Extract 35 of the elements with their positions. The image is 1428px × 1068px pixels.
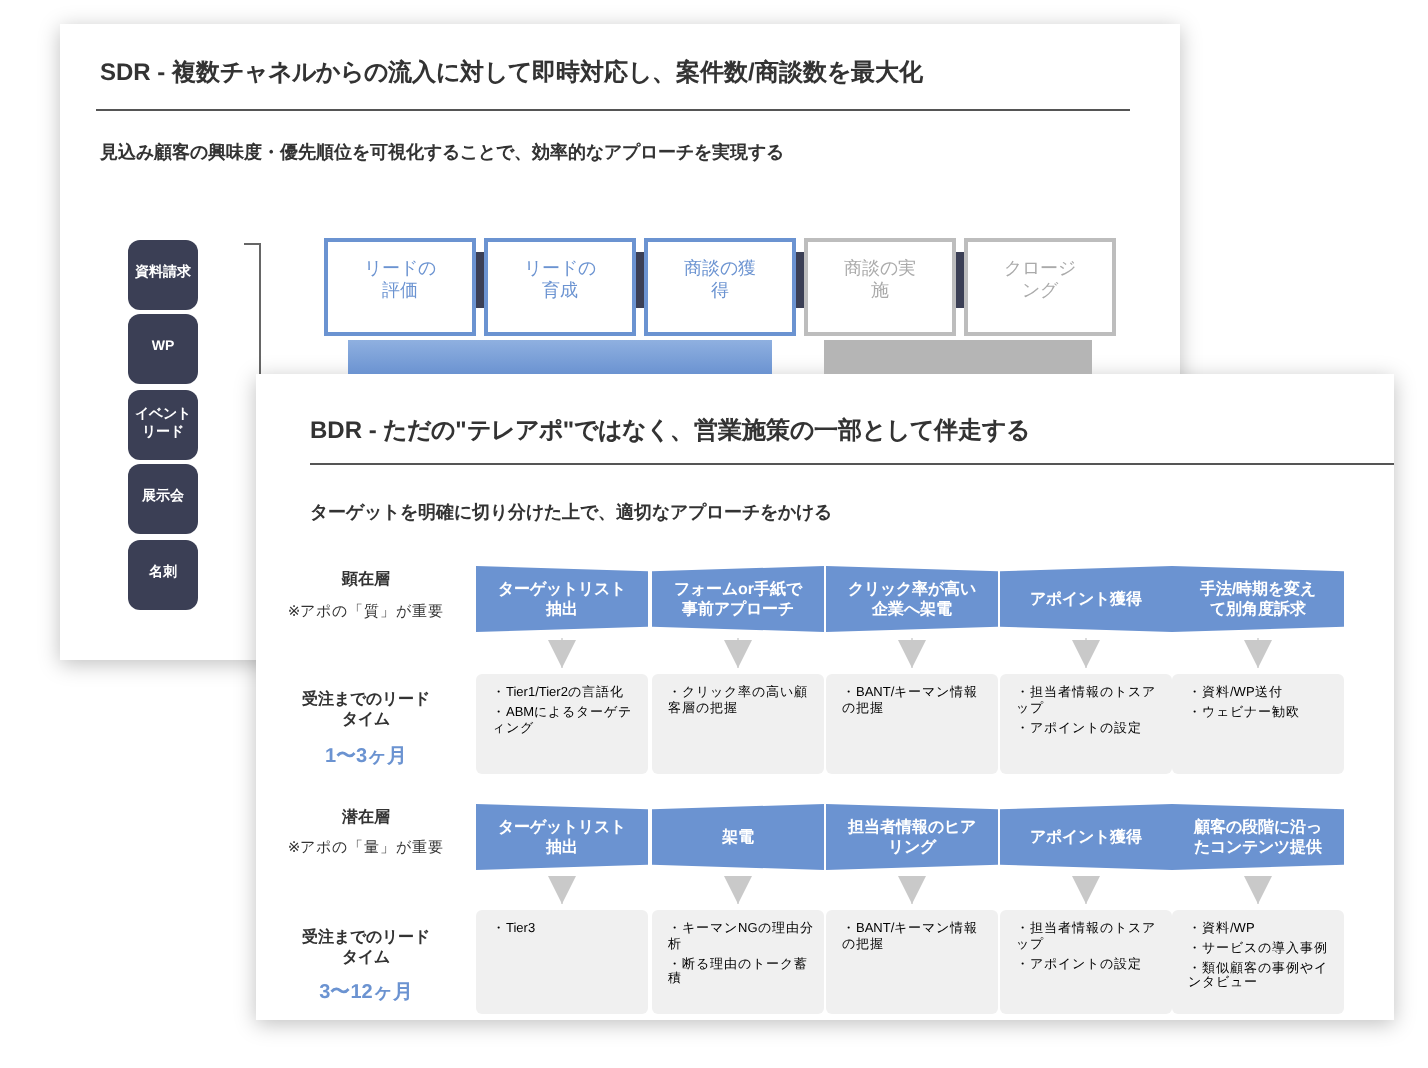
step-banner: フォームor手紙で事前アプローチ (652, 566, 824, 632)
step-banner: 架電 (652, 804, 824, 870)
arrow (898, 637, 926, 669)
stage-box: 商談の実施 (804, 238, 956, 336)
row-label: 受注までのリードタイム (300, 690, 432, 732)
step-banner: ターゲットリスト抽出 (476, 804, 648, 870)
row-label: 受注までのリードタイム (300, 928, 432, 970)
step-banner: クリック率が高い企業へ架電 (826, 566, 998, 632)
arrow (1244, 637, 1272, 669)
arrow (1072, 875, 1100, 905)
arrow (1244, 875, 1272, 905)
stage-box: リードの評価 (324, 238, 476, 336)
subtitle: 見込み顧客の興味度・優先順位を可視化することで、効率的なアプローチを実現する (100, 140, 786, 166)
arrow (724, 875, 752, 905)
arrow (548, 875, 576, 905)
slide-title: BDR - ただの"テレアポ"ではなく、営業施策の一部として伴走する (310, 414, 1033, 448)
arrow (1072, 637, 1100, 669)
stage-box: 商談の獲得 (644, 238, 796, 336)
step-banner: 顧客の段階に沿ったコンテンツ提供 (1172, 804, 1344, 870)
arrow (898, 875, 926, 905)
subtitle: ターゲットを明確に切り分けた上で、適切なアプローチをかける (310, 500, 834, 526)
step-banner: 手法/時期を変えて別角度訴求 (1172, 566, 1344, 632)
row-label: 顕在層 (339, 570, 392, 591)
arrow (548, 637, 576, 669)
stage-box: リードの育成 (484, 238, 636, 336)
arrow (724, 637, 752, 669)
step-banner: アポイント獲得 (1000, 804, 1172, 870)
slide-title: SDR - 複数チャネルからの流入に対して即時対応し、案件数/商談数を最大化 (100, 56, 925, 90)
lead-time-value: 1〜3ヶ月 (322, 744, 410, 770)
lead-time-value: 3〜12ヶ月 (317, 980, 415, 1006)
step-banner: アポイント獲得 (1000, 566, 1172, 632)
row-label: 潜在層 (340, 808, 392, 829)
step-banner: 担当者情報のヒアリング (826, 804, 998, 870)
step-banner: ターゲットリスト抽出 (476, 566, 648, 632)
stage-box: クロージング (964, 238, 1116, 336)
